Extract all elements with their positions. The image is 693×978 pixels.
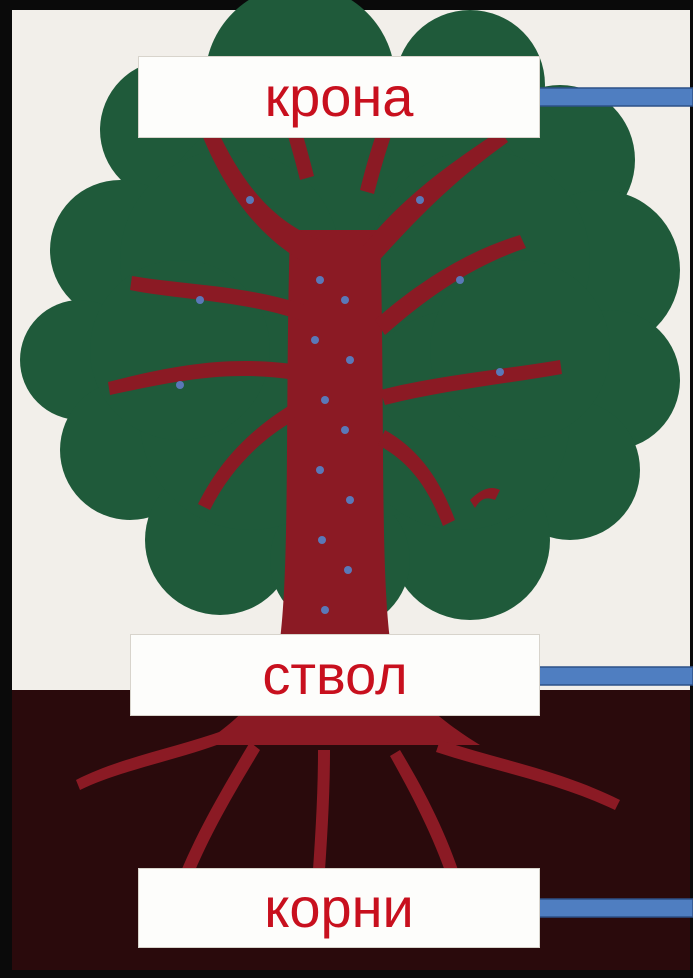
label-roots: корни (138, 868, 540, 948)
label-crown: крона (138, 56, 540, 138)
label-roots-text: корни (264, 880, 414, 936)
label-crown-text: крона (265, 69, 414, 125)
label-trunk: ствол (130, 634, 540, 716)
label-trunk-text: ствол (262, 647, 407, 703)
